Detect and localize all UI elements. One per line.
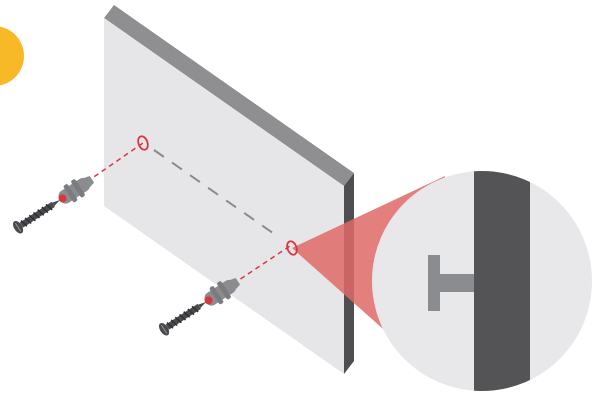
level-guide-line [153, 149, 281, 239]
screw-icon [158, 302, 206, 336]
wall-top-edge [104, 5, 354, 186]
screw-icon [12, 200, 60, 234]
wall-face [104, 18, 344, 374]
wall-anchor-icon [204, 277, 241, 306]
anchor-screw-set-bottom [158, 277, 241, 336]
anchor-screw-set-top [12, 175, 95, 234]
drill-hole-marker-icon [286, 240, 298, 256]
wall-panel [104, 5, 354, 374]
alignment-line-bottom [217, 245, 291, 295]
zoom-anchor-head [428, 255, 440, 311]
magnifier-callout-icon [372, 171, 592, 391]
drill-hole-marker-icon [137, 135, 149, 151]
wall-anchor-icon [58, 175, 95, 204]
zoom-wall-section [474, 171, 530, 391]
step-badge-icon [0, 26, 24, 86]
zoom-anchor-shaft [436, 274, 474, 292]
